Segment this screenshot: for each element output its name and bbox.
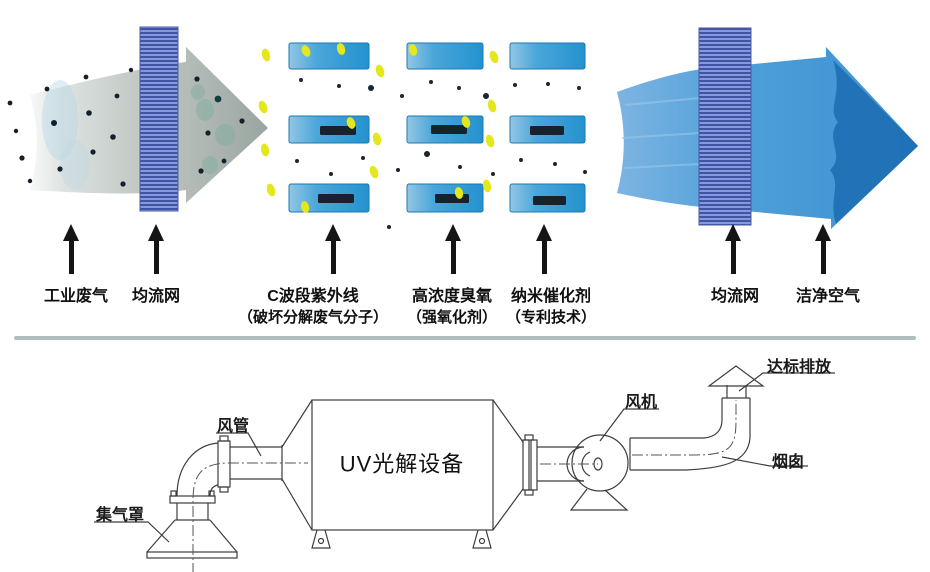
device-label: UV光解设备 (339, 451, 465, 477)
stage-label-mesh-right: 均流网 (710, 288, 760, 305)
elbow-duct-shape (176, 435, 283, 497)
stage-label-clean-air: 洁净空气 (795, 288, 861, 305)
rain-cap-shape (707, 365, 765, 387)
emission-label: 达标排放 (766, 359, 832, 376)
equipment-line-drawing (94, 365, 835, 572)
stage-label-waste-gas: 工业废气 (43, 288, 109, 305)
uv-device-box (281, 399, 538, 549)
hood-label: 集气罩 (95, 507, 145, 524)
waste-particles (7, 67, 245, 187)
process-flow-diagram (7, 26, 918, 229)
fan-label: 风机 (624, 394, 658, 411)
fan-shape (537, 434, 631, 511)
label-leader-lines (94, 372, 835, 543)
chimney-label: 烟囱 (771, 454, 805, 471)
stage-label-ozone: 高浓度臭氧 （强氧化剂） (406, 288, 498, 326)
flow-mesh-left-icon (139, 26, 179, 212)
up-arrow-icon (63, 224, 79, 274)
uv-lamp-icon (406, 42, 484, 70)
up-arrow-icon (445, 224, 461, 274)
up-arrow-icon (325, 224, 341, 274)
flow-mesh-right-icon (698, 27, 752, 226)
up-arrow-icon (148, 224, 164, 274)
stage-label-mesh-left: 均流网 (131, 288, 181, 305)
up-arrow-icon (725, 224, 741, 274)
chimney-shape (630, 385, 751, 471)
lamp-tube-bars (318, 125, 566, 205)
uv-lamp-icon (288, 42, 370, 70)
ozone-particles (258, 43, 499, 213)
gas-molecules (295, 78, 587, 229)
up-arrow-icon (536, 224, 552, 274)
gas-hood-shape (146, 490, 238, 559)
section-divider (14, 336, 916, 340)
up-arrow-icon (815, 224, 831, 274)
axis-centerlines (192, 400, 737, 572)
stage-label-catalyst: 纳米催化剂 （专利技术） (505, 288, 597, 326)
stage-label-uv: C波段紫外线 （破坏分解废气分子） (237, 288, 389, 326)
clean-air-arrow-icon (617, 47, 918, 229)
uv-lamp-icon (509, 42, 586, 70)
duct-label: 风管 (216, 418, 250, 435)
